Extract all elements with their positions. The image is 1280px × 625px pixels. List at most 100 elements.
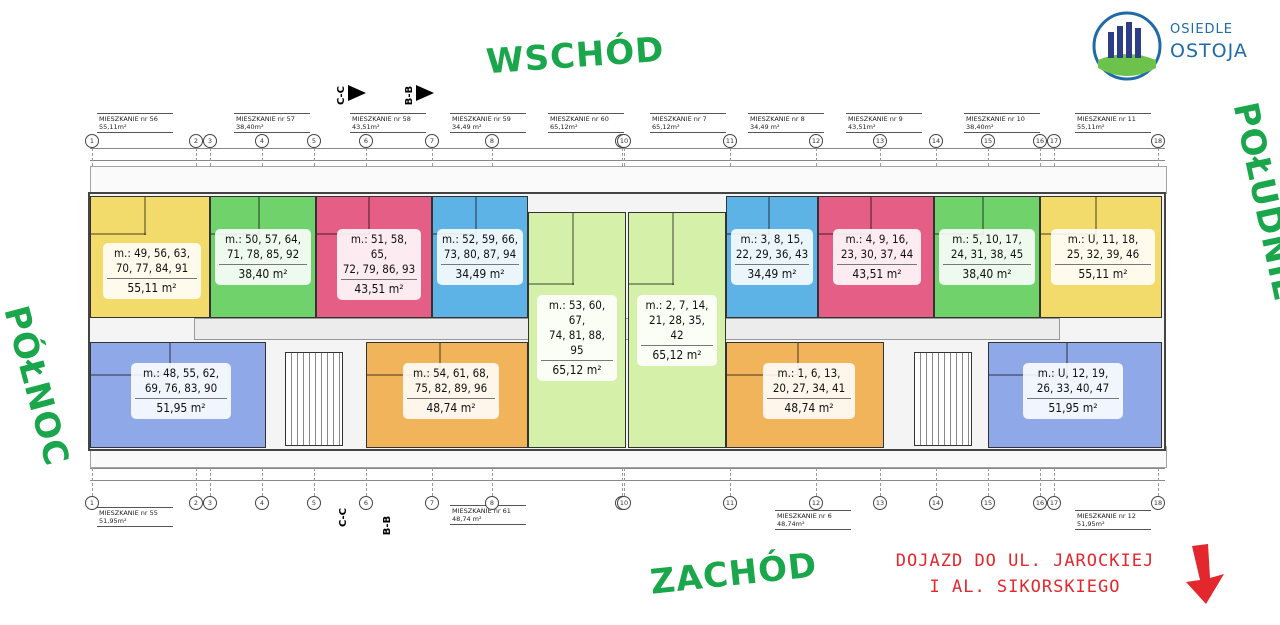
- apartment-numbers: m.: U, 11, 18, 25, 32, 39, 46: [1066, 232, 1140, 261]
- room-partition: [529, 283, 574, 285]
- axis-marker: 6: [359, 134, 373, 148]
- dimension-line: [90, 480, 1165, 481]
- dimension-line: [90, 148, 1165, 149]
- axis-marker: 10: [617, 496, 631, 510]
- axis-marker: 18: [1151, 134, 1165, 148]
- apartment-a14[interactable]: m.: U, 12, 19, 26, 33, 40, 47 51,95 m²: [988, 342, 1162, 448]
- apartment-numbers: m.: 49, 56, 63, 70, 77, 84, 91: [113, 246, 191, 275]
- apartment-numbers: m.: 54, 61, 68, 75, 82, 89, 96: [412, 366, 490, 395]
- apartment-label: m.: 52, 59, 66, 73, 80, 87, 94 34,49 m²: [437, 229, 523, 285]
- compass-east: WSCHÓD: [484, 29, 666, 83]
- section-bb-top: B-B: [404, 85, 416, 106]
- axis-marker: 10: [617, 134, 631, 148]
- apartment-area: 48,74 m²: [407, 398, 495, 416]
- room-partition: [572, 213, 574, 285]
- apartment-area: 38,40 m²: [219, 264, 307, 282]
- apartment-area: 43,51 m²: [341, 279, 417, 297]
- room-partition: [91, 233, 146, 235]
- apartment-area: 34,49 m²: [441, 264, 519, 282]
- section-flag: [348, 85, 366, 101]
- apartment-area: 48,74 m²: [767, 398, 851, 416]
- axis-marker: 3: [203, 496, 217, 510]
- axis-marker: 12: [809, 496, 823, 510]
- axis-marker: 7: [425, 496, 439, 510]
- apartment-area: 51,95 m²: [1027, 398, 1119, 416]
- logo-line2: OSTOJA: [1170, 40, 1248, 62]
- apartment-numbers: m.: 50, 57, 64, 71, 78, 85, 92: [224, 232, 302, 261]
- apartment-a10[interactable]: m.: U, 11, 18, 25, 32, 39, 46 55,11 m²: [1040, 196, 1162, 318]
- axis-marker: 11: [723, 134, 737, 148]
- staircase-right: [914, 352, 972, 446]
- apartment-label: m.: 49, 56, 63, 70, 77, 84, 91 55,11 m²: [103, 243, 201, 299]
- apartment-numbers: m.: 48, 55, 62, 69, 76, 83, 90: [142, 366, 220, 395]
- apartment-a2[interactable]: m.: 50, 57, 64, 71, 78, 85, 92 38,40 m²: [210, 196, 316, 318]
- axis-marker: 14: [929, 134, 943, 148]
- corridor: [194, 318, 1060, 340]
- axis-marker: 5: [307, 496, 321, 510]
- apartment-numbers: m.: 53, 60, 67, 74, 81, 88, 95: [548, 298, 606, 357]
- apartment-numbers: m.: 5, 10, 17, 24, 31, 38, 45: [950, 232, 1024, 261]
- dimension-line: [90, 468, 1165, 469]
- apartment-label: m.: 4, 9, 16, 23, 30, 37, 44 43,51 m²: [833, 229, 921, 285]
- apartment-a1[interactable]: m.: 49, 56, 63, 70, 77, 84, 91 55,11 m²: [90, 196, 210, 318]
- apartment-numbers: m.: 52, 59, 66, 73, 80, 87, 94: [441, 232, 519, 261]
- apartment-numbers: m.: 3, 8, 15, 22, 29, 36, 43: [735, 232, 809, 261]
- section-cc-top: C-C: [336, 85, 348, 106]
- axis-marker: 13: [873, 496, 887, 510]
- apartment-label: m.: 50, 57, 64, 71, 78, 85, 92 38,40 m²: [215, 229, 311, 285]
- room-partition: [144, 197, 146, 235]
- axis-marker: 1: [85, 496, 99, 510]
- apartment-label: m.: U, 11, 18, 25, 32, 39, 46 55,11 m²: [1051, 229, 1155, 285]
- compass-south: POŁUDNIE: [1224, 98, 1280, 306]
- axis-marker: 5: [307, 134, 321, 148]
- apartment-a12[interactable]: m.: 54, 61, 68, 75, 82, 89, 96 48,74 m²: [366, 342, 528, 448]
- axis-marker: 16: [1033, 496, 1047, 510]
- dimension-line: [90, 160, 1165, 161]
- compass-west: ZACHÓD: [648, 545, 820, 603]
- apartment-a4[interactable]: m.: 52, 59, 66, 73, 80, 87, 94 34,49 m²: [432, 196, 528, 318]
- access-note-line2: I AL. SIKORSKIEGO: [929, 577, 1121, 597]
- axis-marker: 17: [1047, 496, 1061, 510]
- axis-marker: 1: [85, 134, 99, 148]
- apartment-area: 55,11 m²: [107, 278, 197, 296]
- logo: [1090, 10, 1164, 82]
- logo-line1: OSIEDLE: [1170, 22, 1233, 37]
- apartment-numbers: m.: 2, 7, 14, 21, 28, 35, 42: [645, 298, 709, 342]
- section-cc-bottom: C-C: [338, 507, 350, 528]
- section-bb-bottom: B-B: [382, 515, 394, 536]
- apartment-label: m.: 54, 61, 68, 75, 82, 89, 96 48,74 m²: [403, 363, 499, 419]
- axis-marker: 11: [723, 496, 737, 510]
- apartment-numbers: m.: 51, 58, 65, 72, 79, 86, 93: [342, 232, 416, 276]
- staircase-left: [285, 352, 343, 446]
- apartment-area: 43,51 m²: [837, 264, 917, 282]
- apartment-a8[interactable]: m.: 4, 9, 16, 23, 30, 37, 44 43,51 m²: [818, 196, 934, 318]
- apartment-a3[interactable]: m.: 51, 58, 65, 72, 79, 86, 93 43,51 m²: [316, 196, 432, 318]
- axis-marker: 15: [981, 134, 995, 148]
- apartment-label: m.: U, 12, 19, 26, 33, 40, 47 51,95 m²: [1023, 363, 1123, 419]
- compass-north: PÓŁNOC: [0, 301, 77, 471]
- apartment-numbers: m.: 4, 9, 16, 23, 30, 37, 44: [840, 232, 914, 261]
- apartment-area: 55,11 m²: [1055, 264, 1151, 282]
- apartment-numbers: m.: U, 12, 19, 26, 33, 40, 47: [1036, 366, 1110, 395]
- axis-marker: 6: [359, 496, 373, 510]
- arrow-down-icon-svg: [1186, 544, 1224, 604]
- axis-marker: 18: [1151, 496, 1165, 510]
- axis-marker: 8: [485, 134, 499, 148]
- axis-marker: 4: [255, 496, 269, 510]
